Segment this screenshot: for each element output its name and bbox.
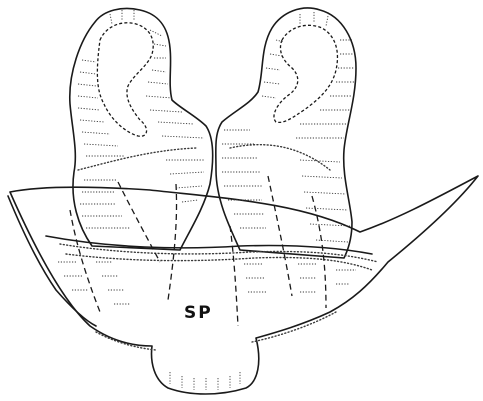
- left-lobe-hatching: [78, 10, 204, 228]
- basal-plate-outline: [10, 176, 478, 394]
- dashed-line-6: [312, 196, 326, 308]
- dashed-line-4: [230, 226, 238, 326]
- dashed-line-5: [268, 176, 292, 296]
- dashed-line-2: [118, 182, 160, 262]
- dashed-line-3: [168, 184, 177, 300]
- left-lobe-stipple: [78, 148, 196, 170]
- right-lobe-cavity: [274, 25, 338, 122]
- basal-boundary: [46, 236, 372, 254]
- sp-label: SP: [184, 303, 213, 323]
- left-lobe-outline: [70, 9, 213, 251]
- basal-plate-hatching: [58, 262, 356, 390]
- left-lobe-cavity: [97, 23, 153, 136]
- dashed-line-1: [70, 210, 100, 312]
- right-lobe-stipple: [230, 145, 330, 170]
